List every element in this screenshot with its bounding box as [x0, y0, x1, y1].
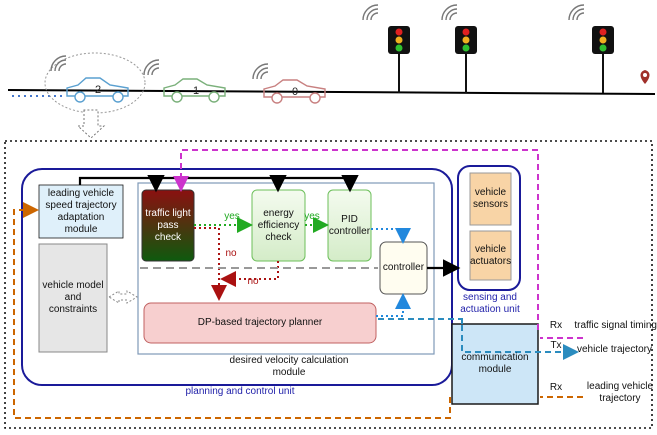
- model-planner-link: [108, 290, 138, 304]
- sensing-actuation-unit-label: sensing and actuation unit: [460, 292, 520, 315]
- leading-vehicle-highlight: [44, 52, 146, 114]
- wifi-icon: [441, 4, 458, 21]
- traffic-light-icon: [592, 26, 614, 93]
- wifi-icon: [362, 4, 379, 21]
- vehicle-sensors-label: vehicle sensors: [472, 187, 508, 210]
- traffic-signal-flow: [173, 149, 539, 330]
- vehicle-model-label: vehicle model and constraints: [42, 280, 104, 315]
- dp-planner-box: [143, 302, 377, 344]
- traffic-light-icon: [388, 26, 410, 93]
- planner-to-controller: [376, 293, 411, 317]
- vehicle-trajectory-flow: [378, 318, 579, 360]
- energy-check-label: energy efficiency check: [257, 207, 300, 243]
- vehicle-label-0: 0: [292, 86, 298, 98]
- traffic-light-check-label: traffic light pass check: [145, 207, 191, 243]
- control-flow-arrows: [78, 174, 461, 277]
- pid-controller-label: PID controller: [328, 213, 371, 237]
- vehicle-actuators-label: vehicle actuators: [469, 243, 512, 267]
- pid-to-controller: [371, 228, 411, 244]
- traffic-signal-label: traffic signal timing: [574, 320, 657, 331]
- vehicle-actuators-box: [469, 230, 512, 281]
- vehicle-trajectory-label: vehicle trajectory: [576, 344, 653, 355]
- leading-vehicle-module-label: leading vehicle speed trajectory adaptat…: [45, 187, 117, 235]
- vehicle-label-1: 1: [193, 85, 199, 97]
- wifi-icon: [50, 55, 67, 72]
- dp-planner-label: DP-based trajectory planner: [197, 317, 323, 328]
- no-arrow-1: [194, 227, 227, 301]
- car-icon-vehicle-1: [163, 78, 226, 103]
- road-scene: 2 1 0: [7, 4, 656, 139]
- wifi-icon: [143, 59, 160, 76]
- leading-vehicle-module-box: [38, 184, 124, 239]
- rx-label-2: Rx: [549, 382, 563, 393]
- wifi-icon: [568, 4, 585, 21]
- controller-label: controller: [382, 262, 425, 273]
- yes-label-2: yes: [304, 211, 320, 222]
- zoom-arrow: [76, 109, 106, 139]
- leading-trajectory-label: leading vehicle trajectory: [586, 381, 654, 404]
- road-line: [7, 89, 656, 95]
- wifi-icon: [252, 63, 269, 80]
- communication-module-label: communication module: [461, 352, 529, 375]
- rx-label-1: Rx: [549, 320, 563, 331]
- system-border: [4, 140, 653, 429]
- vehicle-model-box: [38, 243, 108, 353]
- no-label-2: no: [247, 276, 259, 287]
- vehicle-sensors-box: [469, 172, 512, 226]
- yes-label-1: yes: [224, 211, 240, 222]
- communication-module-box: [451, 323, 539, 405]
- tx-label: Tx: [550, 340, 562, 351]
- car-icon-vehicle-0: [263, 79, 326, 104]
- desired-velocity-module-label: desired velocity calculation module: [229, 355, 349, 378]
- planning-control-unit-label: planning and control unit: [185, 386, 295, 397]
- leading-trajectory-flow: [13, 210, 583, 419]
- destination-pin-icon: [640, 70, 650, 84]
- traffic-light-icon: [455, 26, 477, 93]
- vehicle-label-2: 2: [95, 84, 101, 96]
- no-label-1: no: [225, 248, 237, 259]
- car-icon-vehicle-2: [66, 77, 129, 103]
